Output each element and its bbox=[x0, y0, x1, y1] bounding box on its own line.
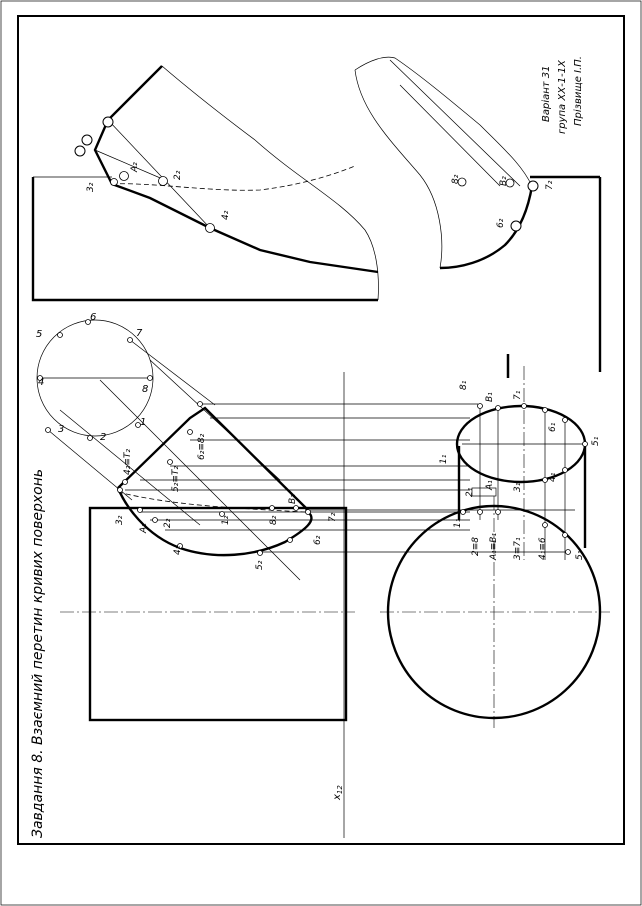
top-label-1: 1₁ bbox=[439, 454, 449, 464]
upper-left-view bbox=[31, 65, 379, 302]
front-label-1: 1₂ bbox=[221, 515, 231, 525]
upper-label-8: 8₂ bbox=[451, 174, 461, 184]
front-label-4t: 4₂≡T₂ bbox=[123, 449, 133, 475]
top-view bbox=[380, 354, 610, 728]
top-label-a: A₁ bbox=[485, 480, 495, 491]
inner-frame bbox=[17, 15, 625, 845]
front-label-2: 2₂ bbox=[163, 518, 173, 528]
circle-label-2: 2 bbox=[100, 432, 106, 443]
front-label-a: A₂ bbox=[139, 523, 149, 534]
top-label-1b: 1₁ bbox=[453, 518, 463, 528]
front-label-5: 5₂ bbox=[255, 560, 265, 570]
stamp-group: група ХХ-1-1Х bbox=[557, 59, 568, 134]
top-label-37: 3≡7₁ bbox=[513, 537, 523, 560]
stamp-name: Прізвище І.П. bbox=[572, 56, 584, 126]
top-label-b: B₁ bbox=[485, 392, 495, 402]
top-label-8: 8₁ bbox=[459, 380, 469, 390]
circle-label-4: 4 bbox=[38, 377, 44, 388]
upper-label-2: 2₂ bbox=[173, 170, 183, 180]
front-view bbox=[36, 319, 575, 722]
circle-label-7: 7 bbox=[136, 328, 143, 339]
upper-label-3: 3₂ bbox=[86, 182, 96, 192]
front-label-4: 4₂ bbox=[173, 545, 183, 555]
top-label-5: 5₁ bbox=[591, 436, 601, 446]
front-label-68: 6₂≡8₂ bbox=[197, 433, 207, 460]
top-label-2: 2₁ bbox=[465, 487, 475, 497]
axis-label: x12 bbox=[332, 785, 344, 801]
front-label-8: 8₂ bbox=[269, 515, 279, 525]
top-label-ab: A₁≡B₁ bbox=[489, 533, 499, 561]
upper-right-view bbox=[354, 56, 602, 372]
top-label-5b: 5₁ bbox=[575, 550, 585, 560]
drawing-title: Завдання 8. Взаємний перетин кривих пове… bbox=[30, 469, 46, 838]
upper-label-a: A₂ bbox=[130, 162, 140, 173]
top-label-6: 6₁ bbox=[548, 422, 558, 432]
circle-label-6: 6 bbox=[90, 312, 96, 323]
front-label-6: 6₂ bbox=[313, 535, 323, 545]
front-label-5t: 5₂≡T₂ bbox=[171, 466, 181, 492]
top-label-3: 3₁ bbox=[513, 482, 523, 492]
upper-label-7: 7₂ bbox=[545, 180, 555, 190]
front-label-3: 3₂ bbox=[115, 515, 125, 525]
upper-label-4: 4₂ bbox=[221, 210, 231, 220]
circle-label-3: 3 bbox=[58, 424, 64, 435]
front-label-7: 7₂ bbox=[328, 512, 338, 522]
circle-label-8: 8 bbox=[142, 384, 148, 395]
circle-label-1: 1 bbox=[140, 417, 146, 428]
top-label-46: 4₁≡6 bbox=[538, 537, 548, 560]
upper-label-b: B₂ bbox=[499, 176, 509, 186]
upper-label-6: 6₂ bbox=[496, 218, 506, 228]
top-label-4: 4₁ bbox=[548, 472, 558, 482]
top-label-7: 7₁ bbox=[513, 390, 523, 400]
top-label-28: 2≡8 bbox=[471, 537, 481, 556]
front-label-b: B₂ bbox=[288, 494, 298, 504]
stamp-variant: Варіант 31 bbox=[540, 65, 552, 122]
circle-label-5: 5 bbox=[36, 329, 42, 340]
